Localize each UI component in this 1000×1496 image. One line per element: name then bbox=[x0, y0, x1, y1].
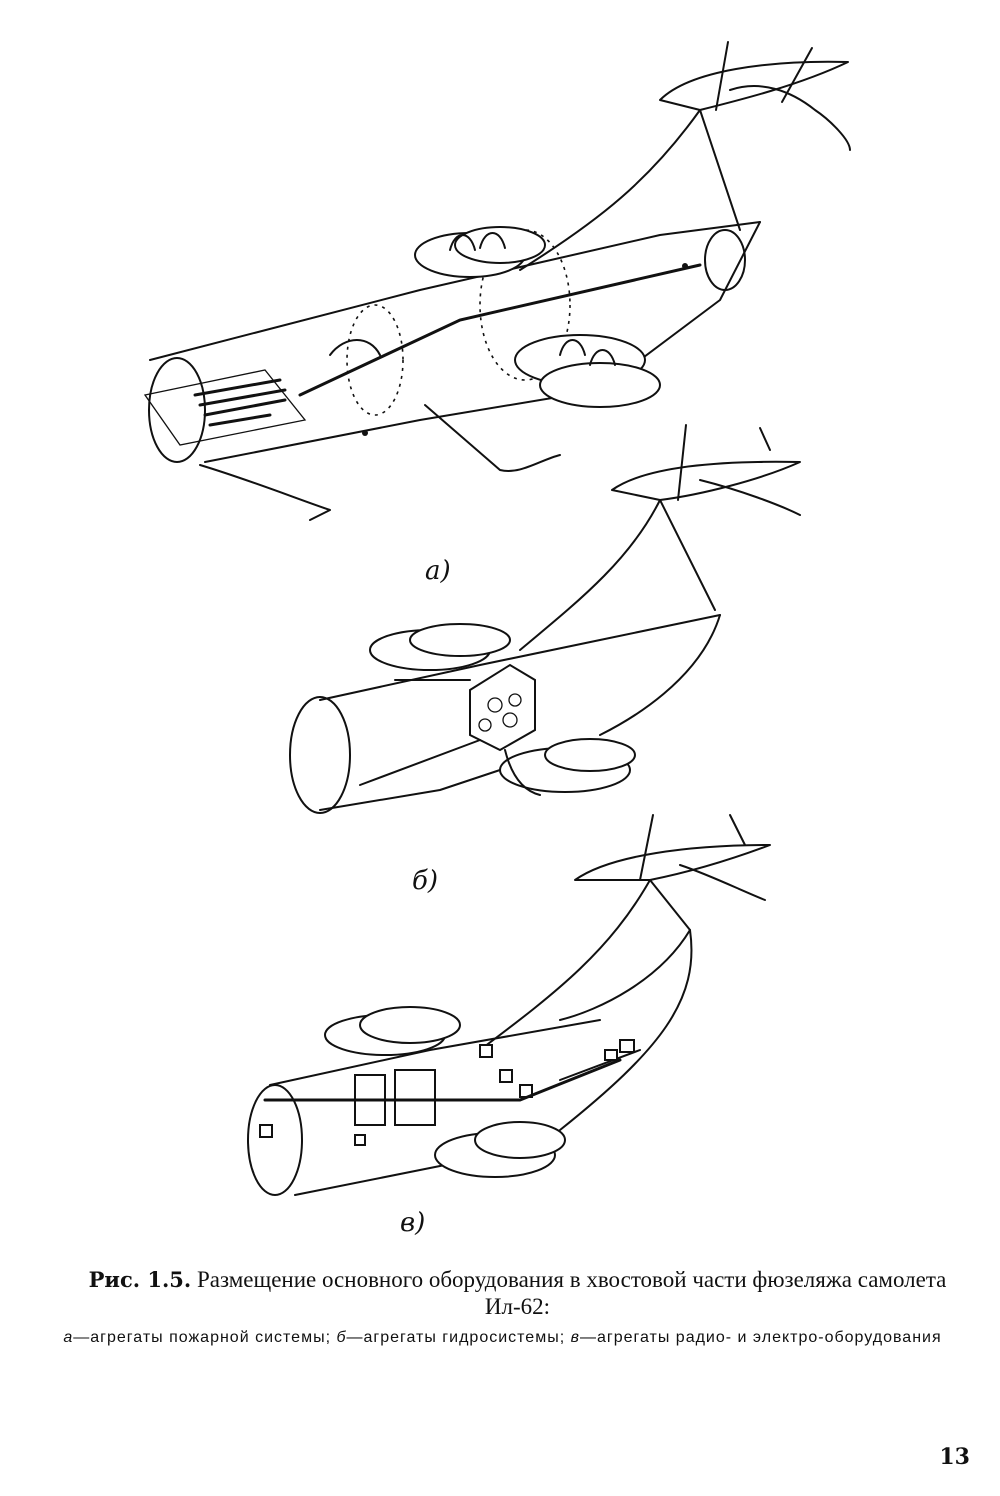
panel-label-a: а) bbox=[425, 556, 451, 586]
legend-letter-a: а bbox=[63, 1329, 74, 1346]
legend-letter-b: б bbox=[336, 1329, 347, 1346]
legend-text-v: —агрегаты радио- и электро-оборудования bbox=[579, 1329, 942, 1346]
page-number: 13 bbox=[939, 1444, 970, 1470]
figure-number: Рис. 1.5. bbox=[88, 1267, 192, 1292]
figure-legend: а—агрегаты пожарной системы; б—агрегаты … bbox=[30, 1328, 975, 1347]
panel-a-drawing bbox=[143, 41, 851, 521]
panel-label-b: б) bbox=[412, 866, 439, 896]
figure-svg bbox=[143, 41, 851, 1196]
legend-letter-v: в bbox=[570, 1329, 580, 1346]
legend-text-a: —агрегаты пожарной системы; bbox=[73, 1329, 332, 1346]
panel-v-drawing bbox=[247, 814, 771, 1196]
figure-title: Размещение основного оборудования в хвос… bbox=[196, 1267, 947, 1319]
figure-caption: Рис. 1.5. Размещение основного оборудова… bbox=[60, 1266, 975, 1320]
panel-label-v: в) bbox=[400, 1208, 426, 1238]
figure-illustrations bbox=[143, 41, 851, 1196]
legend-text-b: —агрегаты гидросистемы; bbox=[346, 1329, 566, 1346]
panel-b-drawing bbox=[289, 424, 801, 814]
